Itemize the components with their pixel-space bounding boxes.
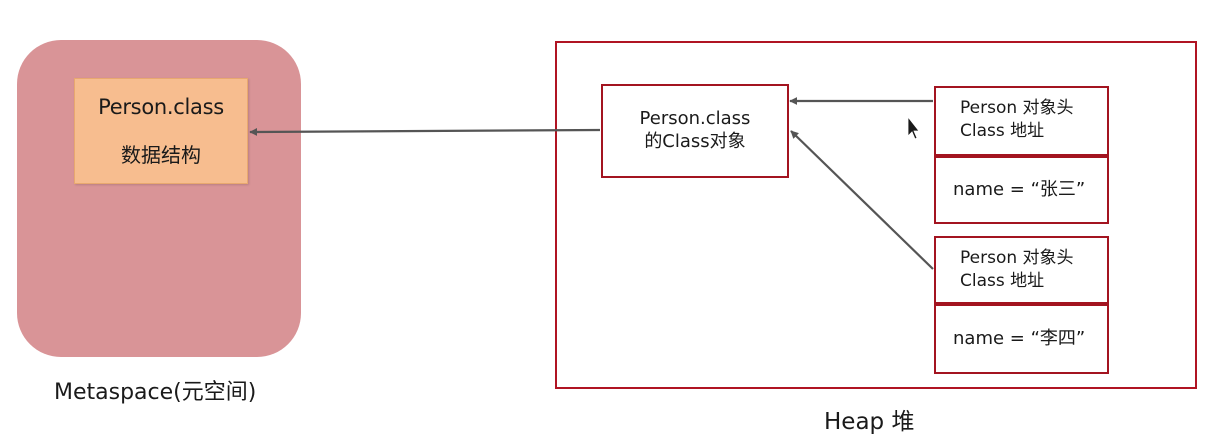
heap-label: Heap 堆 <box>824 409 915 435</box>
data-structure-label: 数据结构 <box>121 143 201 167</box>
object-2-name-field: name = “李四” <box>953 328 1086 349</box>
object-2-header-line2: Class 地址 <box>960 271 1045 291</box>
object-2-header-line1: Person 对象头 <box>960 248 1074 268</box>
object-1-name-field-box: name = “张三” <box>934 156 1109 224</box>
object-1-header-line1: Person 对象头 <box>960 98 1074 118</box>
object-1-name-field: name = “张三” <box>953 179 1086 200</box>
object-1-header-box: Person 对象头 Class 地址 <box>934 86 1109 156</box>
arrow-class-object-to-metaspace <box>249 127 601 136</box>
object-2-header-box: Person 对象头 Class 地址 <box>934 236 1109 304</box>
person-class-title: Person.class <box>98 95 224 119</box>
object-2-name-field-box: name = “李四” <box>934 304 1109 374</box>
person-class-data-structure-box: Person.class 数据结构 <box>74 78 248 184</box>
class-object-line2: 的Class对象 <box>644 131 746 152</box>
heap-region <box>555 41 1197 389</box>
mouse-cursor-icon <box>907 115 920 140</box>
metaspace-label: Metaspace(元空间) <box>54 380 257 405</box>
arrow-object-2-to-class-object <box>790 130 934 270</box>
object-1-header-line2: Class 地址 <box>960 121 1045 141</box>
class-object-line1: Person.class <box>639 108 751 129</box>
class-object-box: Person.class 的Class对象 <box>601 84 789 178</box>
